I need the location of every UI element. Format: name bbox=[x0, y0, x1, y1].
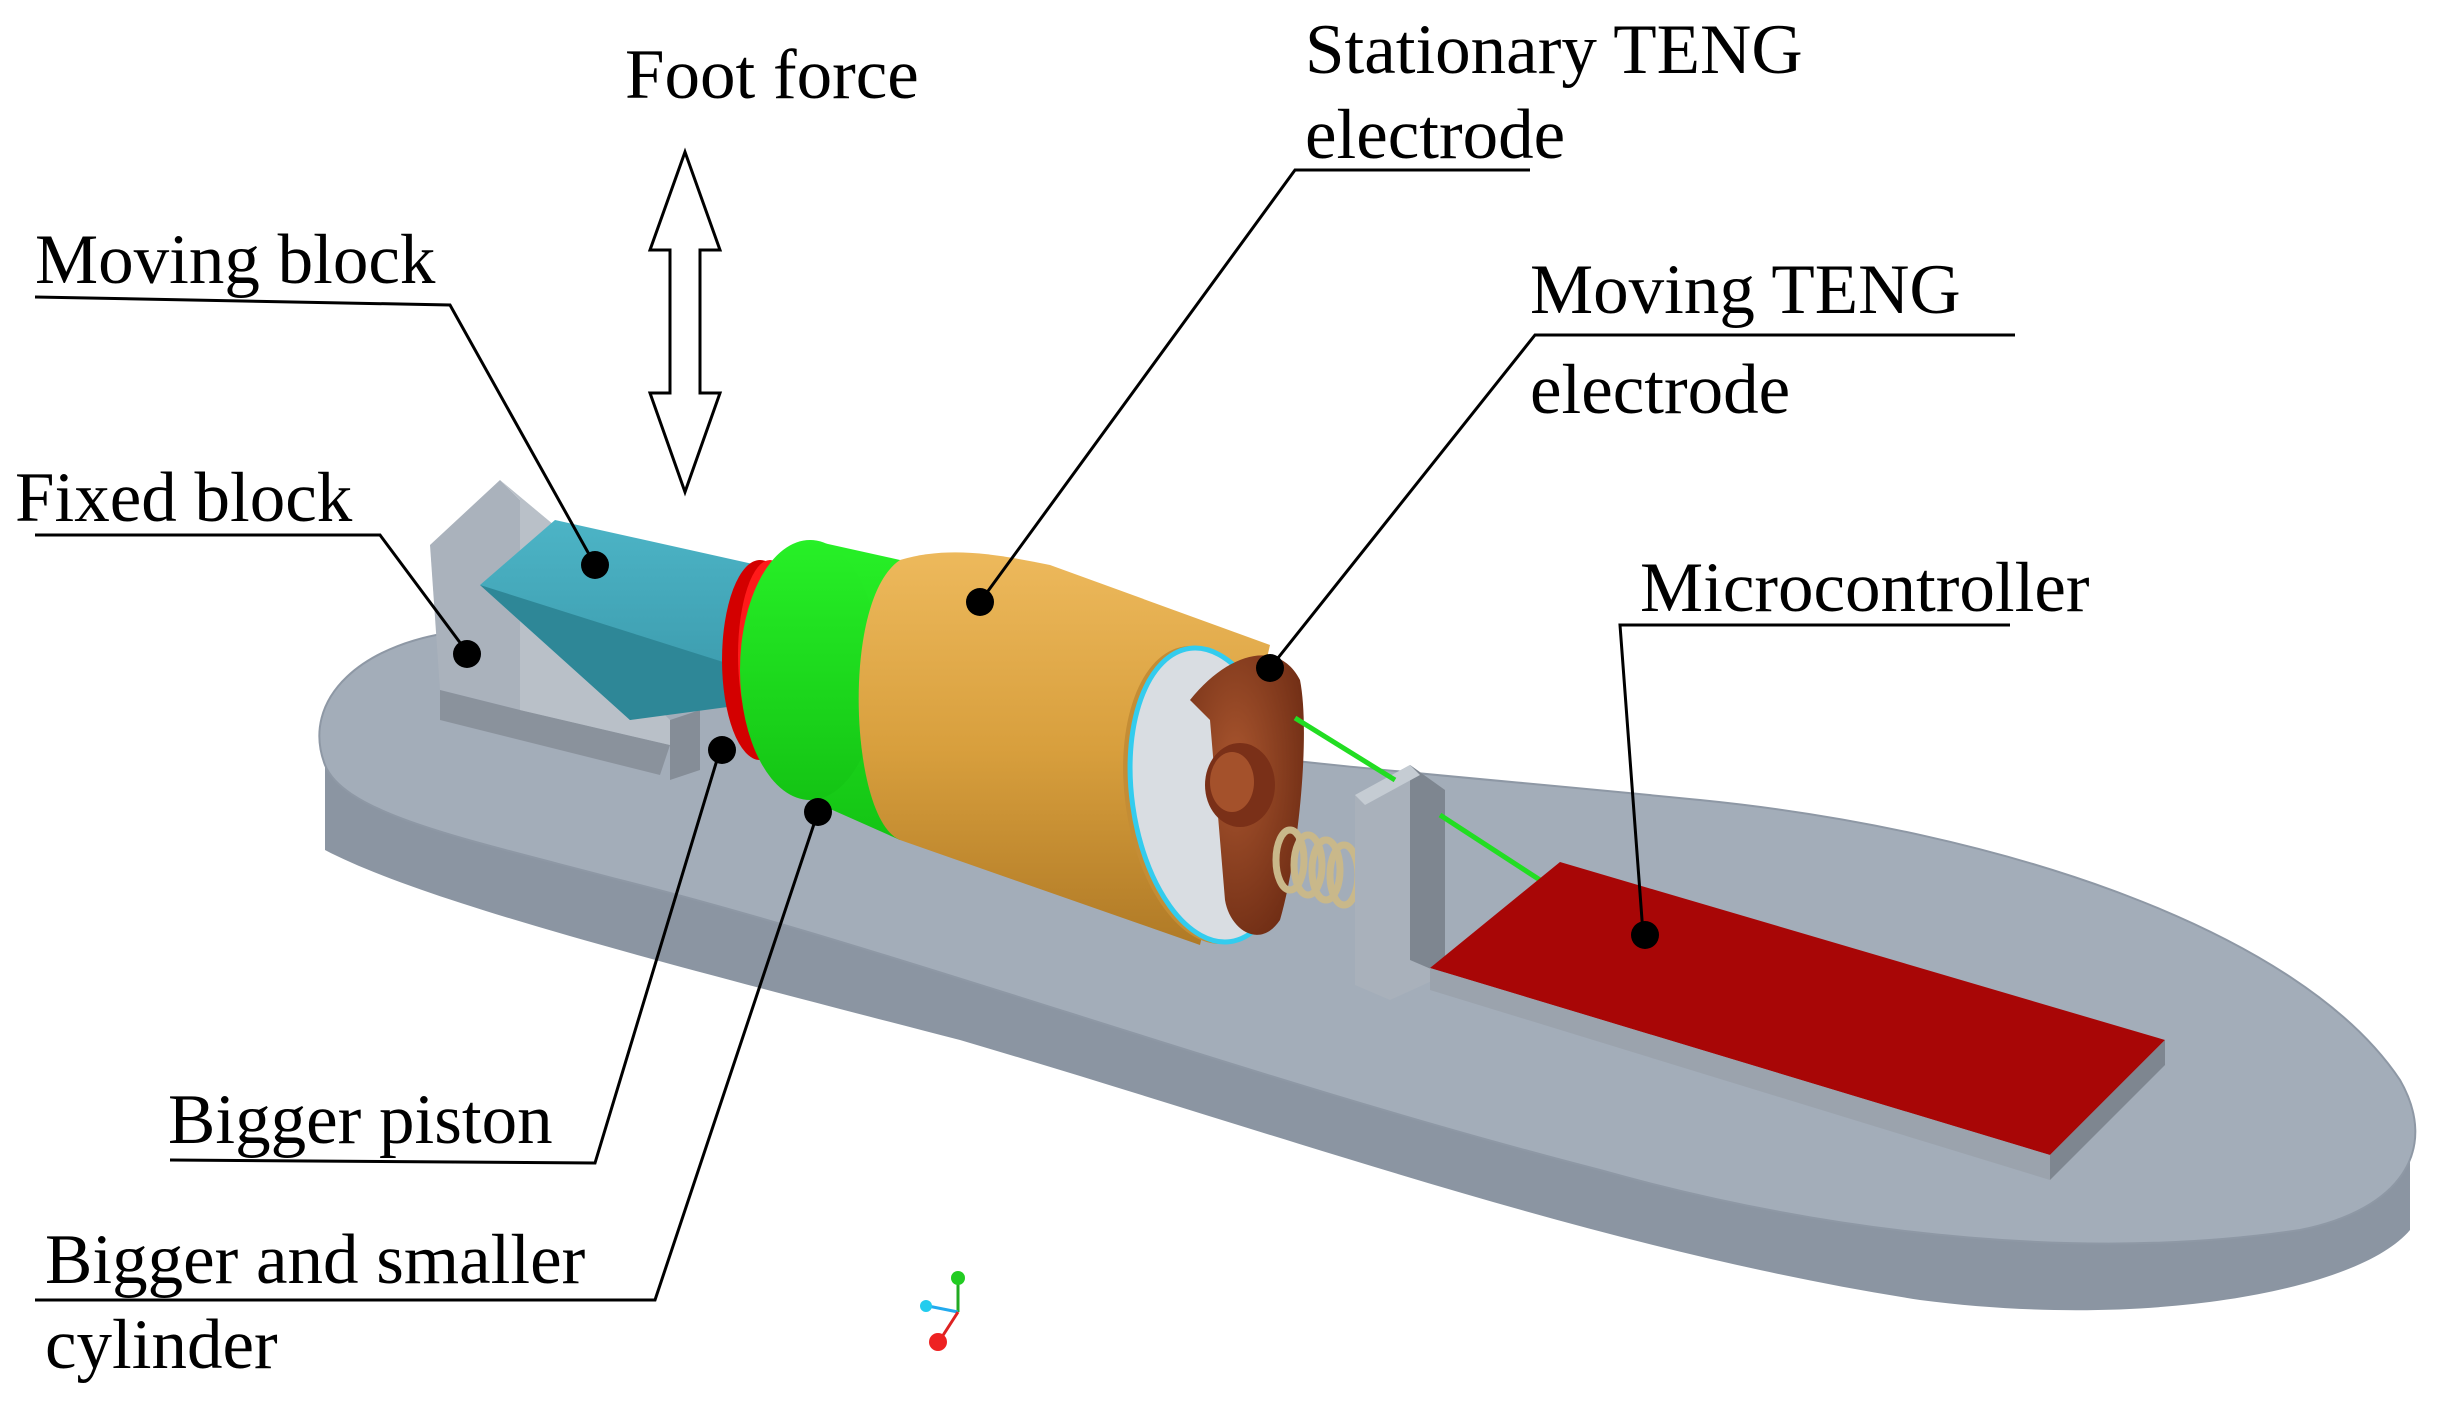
dot-moving-teng bbox=[1256, 654, 1284, 682]
label-moving-block: Moving block bbox=[35, 221, 436, 299]
spring bbox=[1272, 826, 1362, 909]
dot-microcontroller bbox=[1631, 921, 1659, 949]
dot-bigger-piston bbox=[708, 736, 736, 764]
foot-force-double-arrow bbox=[647, 147, 723, 497]
label-moving-teng-line1: Moving TENG bbox=[1530, 251, 1961, 329]
dot-cylinder bbox=[804, 798, 832, 826]
label-moving-teng-line2: electrode bbox=[1530, 351, 1791, 429]
dot-moving-block bbox=[581, 551, 609, 579]
axes-triad-icon bbox=[920, 1271, 965, 1351]
dot-stationary-teng bbox=[966, 588, 994, 616]
moving-block bbox=[480, 520, 780, 720]
label-stationary-teng-line1: Stationary TENG bbox=[1305, 11, 1803, 89]
spring-stop-post bbox=[1355, 765, 1445, 1000]
label-cylinder-line2: cylinder bbox=[45, 1306, 278, 1384]
label-microcontroller: Microcontroller bbox=[1640, 549, 2090, 627]
label-fixed-block: Fixed block bbox=[15, 459, 353, 537]
callout-dots bbox=[453, 551, 1659, 949]
label-stationary-teng-line2: electrode bbox=[1305, 96, 1566, 174]
label-bigger-piston: Bigger piston bbox=[168, 1081, 553, 1159]
green-wires bbox=[1293, 715, 1542, 883]
label-cylinder-line1: Bigger and smaller bbox=[45, 1221, 586, 1299]
microcontroller-board bbox=[1430, 862, 2165, 1180]
label-foot-force: Foot force bbox=[625, 36, 919, 114]
leader-lines bbox=[34, 168, 2015, 1302]
dot-fixed-block bbox=[453, 640, 481, 668]
